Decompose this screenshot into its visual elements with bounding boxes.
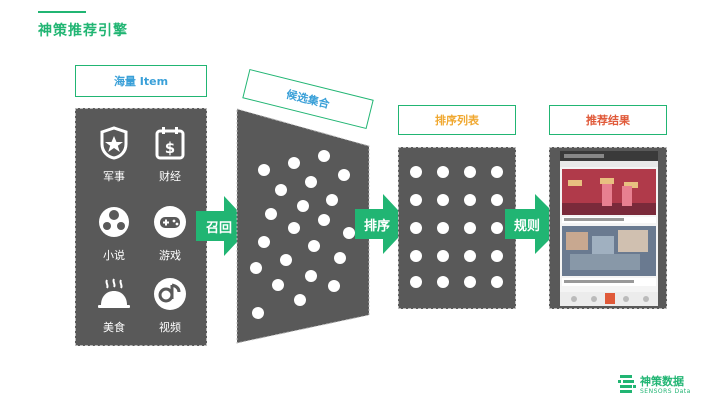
label-massive-items: 海量 Item bbox=[75, 65, 207, 97]
category-military-label: 军事 bbox=[103, 170, 125, 183]
category-game-label: 游戏 bbox=[159, 249, 181, 262]
category-food: 美食 bbox=[84, 277, 144, 335]
panel-result bbox=[549, 147, 667, 309]
panel-massive-items: 军事 $ 财经 小说 游戏 bbox=[75, 108, 207, 346]
arrow-rules-label: 规则 bbox=[514, 218, 541, 234]
panel-ranked-list bbox=[398, 147, 516, 309]
panel-candidates bbox=[236, 108, 370, 344]
category-video-label: 视频 bbox=[159, 321, 181, 334]
page-title: 神策推荐引擎 bbox=[38, 23, 128, 39]
category-finance-label: 财经 bbox=[159, 170, 181, 183]
video-music-icon bbox=[154, 278, 186, 310]
finance-calendar-icon: $ bbox=[155, 127, 185, 160]
label-massive-items-text: 海量 Item bbox=[113, 75, 169, 88]
brand-name: 神策数据 bbox=[640, 375, 684, 388]
brand-subtitle: SENSORS Data bbox=[640, 388, 691, 395]
result-feed-screenshot bbox=[560, 151, 658, 306]
gamepad-icon bbox=[154, 206, 186, 238]
arrow-recall-label: 召回 bbox=[206, 220, 233, 236]
svg-text:$: $ bbox=[165, 139, 175, 157]
category-fiction: 小说 bbox=[84, 205, 144, 263]
fiction-book-icon bbox=[99, 207, 129, 237]
arrow-rank: 排序 bbox=[355, 194, 411, 254]
title-bar-accent bbox=[38, 11, 86, 13]
category-game: 游戏 bbox=[140, 205, 200, 263]
sensors-data-logo-icon bbox=[618, 375, 636, 393]
category-fiction-label: 小说 bbox=[103, 249, 125, 262]
category-finance: $ 财经 bbox=[140, 126, 200, 184]
label-result: 推荐结果 bbox=[549, 105, 667, 135]
label-ranked-list: 排序列表 bbox=[398, 105, 516, 135]
label-ranked-list-text: 排序列表 bbox=[435, 114, 479, 127]
label-result-text: 推荐结果 bbox=[586, 114, 630, 127]
category-food-label: 美食 bbox=[103, 321, 125, 334]
category-military: 军事 bbox=[84, 126, 144, 184]
military-badge-icon bbox=[100, 126, 128, 160]
category-video: 视频 bbox=[140, 277, 200, 335]
food-cloche-icon bbox=[98, 278, 130, 308]
arrow-rank-label: 排序 bbox=[364, 218, 391, 234]
